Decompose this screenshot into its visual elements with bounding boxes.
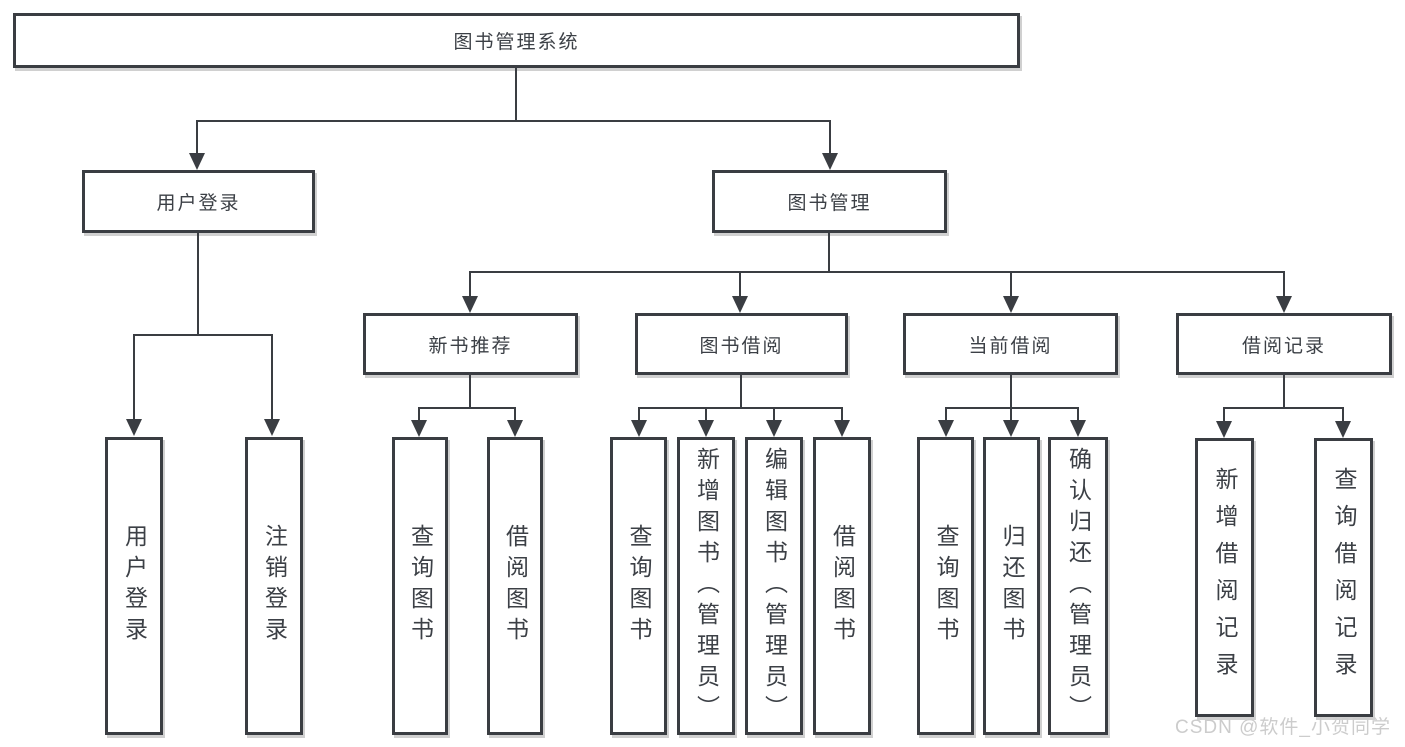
leaf-edit-book-admin: 编辑图书（管理员） (745, 437, 803, 735)
leaf-user-login: 用户登录 (105, 437, 163, 735)
node-label: 查询图书 (933, 524, 959, 648)
node-label: 编辑图书（管理员） (761, 446, 788, 726)
node-label: 图书管理系统 (453, 32, 580, 53)
connector-vline (1342, 407, 1344, 422)
leaf-confirm-return-admin: 确认归还（管理员） (1048, 437, 1108, 735)
node-label: 当前借阅 (968, 335, 1053, 357)
csdn-watermark: CSDN @软件_小贺同学 (1175, 717, 1391, 738)
connector-vline (1223, 407, 1225, 422)
node-label: 新增借阅记录 (1212, 466, 1238, 689)
connector-vline (469, 271, 471, 297)
arrowhead-down-icon (732, 296, 748, 313)
arrowhead-down-icon (1070, 420, 1086, 437)
arrowhead-down-icon (1335, 421, 1351, 438)
arrowhead-down-icon (462, 296, 478, 313)
connector-hline (418, 407, 516, 409)
connector-vline (739, 271, 741, 297)
node-label: 借阅图书 (502, 524, 529, 648)
connector-vline (841, 407, 843, 421)
connector-vline (196, 120, 198, 154)
node-borrow-records: 借阅记录 (1176, 313, 1392, 375)
arrowhead-down-icon (834, 420, 850, 437)
node-current-borrow: 当前借阅 (903, 313, 1118, 375)
connector-hline (196, 120, 831, 122)
connector-vline (197, 233, 199, 334)
connector-hline (133, 334, 273, 336)
connector-hline (945, 407, 1079, 409)
node-book-borrow: 图书借阅 (635, 313, 848, 375)
connector-vline (740, 375, 742, 407)
arrowhead-down-icon (1276, 296, 1292, 313)
node-label: 用户登录 (156, 193, 241, 214)
connector-vline (1010, 271, 1012, 297)
arrowhead-down-icon (631, 420, 647, 437)
connector-vline (1010, 407, 1012, 421)
connector-hline (1223, 407, 1344, 409)
connector-vline (1077, 407, 1079, 421)
node-label: 查询图书 (626, 524, 652, 648)
arrowhead-down-icon (1216, 421, 1232, 438)
connector-vline (829, 120, 831, 154)
connector-vline (469, 375, 471, 407)
connector-vline (271, 334, 273, 419)
leaf-logout: 注销登录 (245, 437, 303, 735)
node-label: 查询借阅记录 (1331, 466, 1357, 689)
node-book-management: 图书管理 (712, 170, 947, 233)
connector-vline (418, 407, 420, 421)
leaf-query-book-recommend: 查询图书 (392, 437, 448, 735)
connector-vline (828, 233, 830, 271)
node-label: 新书推荐 (428, 335, 513, 357)
connector-vline (133, 334, 135, 419)
node-label: 确认归还（管理员） (1065, 446, 1092, 726)
arrowhead-down-icon (698, 420, 714, 437)
connector-vline (705, 407, 707, 421)
connector-vline (638, 407, 640, 421)
node-label: 用户登录 (121, 524, 148, 648)
connector-vline (1010, 375, 1012, 407)
arrowhead-down-icon (189, 153, 205, 170)
node-label: 图书借阅 (699, 335, 784, 357)
node-label: 借阅图书 (829, 524, 856, 648)
node-label: 新增图书（管理员） (693, 446, 720, 726)
arrowhead-down-icon (507, 420, 523, 437)
connector-hline (638, 407, 843, 409)
leaf-borrow-book: 借阅图书 (813, 437, 871, 735)
leaf-borrow-book-recommend: 借阅图书 (487, 437, 543, 735)
leaf-query-borrow-record: 查询借阅记录 (1314, 438, 1373, 717)
leaf-query-book-current: 查询图书 (917, 437, 974, 735)
arrowhead-down-icon (1003, 420, 1019, 437)
connector-vline (945, 407, 947, 421)
leaf-return-book: 归还图书 (983, 437, 1040, 735)
arrowhead-down-icon (411, 420, 427, 437)
node-label: 借阅记录 (1241, 335, 1326, 357)
node-user-login: 用户登录 (82, 170, 315, 233)
node-label: 图书管理 (787, 193, 872, 214)
arrowhead-down-icon (822, 153, 838, 170)
arrowhead-down-icon (264, 419, 280, 436)
connector-vline (514, 407, 516, 421)
arrowhead-down-icon (938, 420, 954, 437)
node-new-book-recommend: 新书推荐 (363, 313, 578, 375)
connector-vline (773, 407, 775, 421)
arrowhead-down-icon (126, 419, 142, 436)
node-label: 注销登录 (261, 524, 288, 648)
connector-hline (469, 271, 1285, 273)
node-label: 归还图书 (999, 524, 1025, 648)
node-library-management-system: 图书管理系统 (13, 13, 1020, 68)
leaf-add-book-admin: 新增图书（管理员） (677, 437, 735, 735)
connector-vline (1283, 271, 1285, 297)
node-label: 查询图书 (407, 524, 434, 648)
arrowhead-down-icon (1003, 296, 1019, 313)
connector-vline (515, 68, 517, 120)
leaf-query-book-borrow: 查询图书 (610, 437, 667, 735)
connector-vline (1283, 375, 1285, 407)
leaf-add-borrow-record: 新增借阅记录 (1195, 438, 1254, 717)
arrowhead-down-icon (766, 420, 782, 437)
